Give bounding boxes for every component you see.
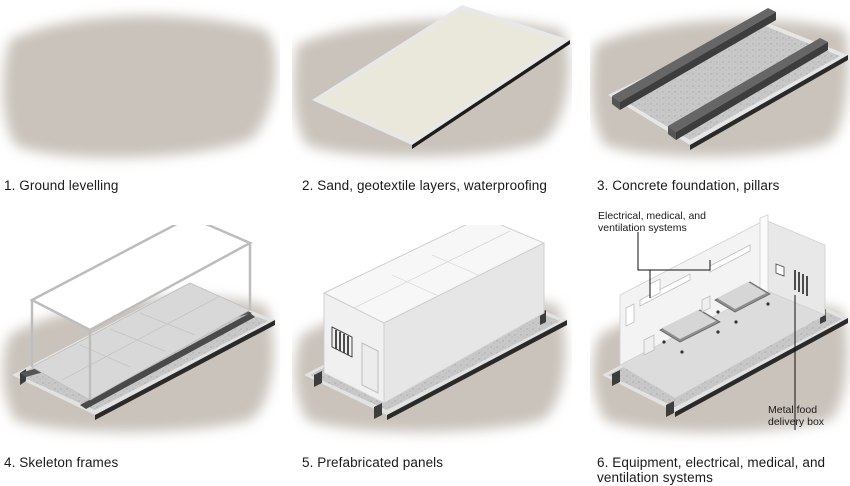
step-6-label: 6. Equipment, electrical, medical, and v…	[597, 455, 826, 485]
step-6-panel: Electrical, medical, and ventilation sys…	[590, 200, 850, 485]
step-3-panel: 3. Concrete foundation, pillars	[590, 0, 850, 243]
step-4-panel: 4. Skeleton frames	[0, 225, 280, 470]
step-2-panel: 2. Sand, geotextile layers, waterproofin…	[292, 0, 572, 243]
step-2-label: 2. Sand, geotextile layers, waterproofin…	[302, 178, 547, 193]
panels-illustration	[295, 225, 567, 433]
foundation-illustration	[591, 8, 849, 157]
sand-illustration	[293, 5, 570, 157]
systems-annotation: Electrical, medical, and ventilation sys…	[598, 210, 706, 234]
ground-illustration	[3, 15, 276, 158]
step-1-panel: 1. Ground levelling	[0, 0, 280, 243]
skeleton-illustration	[3, 225, 275, 433]
equipment-illustration	[593, 214, 848, 433]
step-5-label: 5. Prefabricated panels	[302, 455, 444, 470]
step-1-label: 1. Ground levelling	[4, 178, 119, 193]
step-4-label: 4. Skeleton frames	[4, 455, 119, 470]
food-box-annotation: Metal food delivery box	[768, 404, 825, 428]
step-3-label: 3. Concrete foundation, pillars	[597, 178, 780, 193]
step-5-panel: 5. Prefabricated panels	[292, 225, 572, 470]
